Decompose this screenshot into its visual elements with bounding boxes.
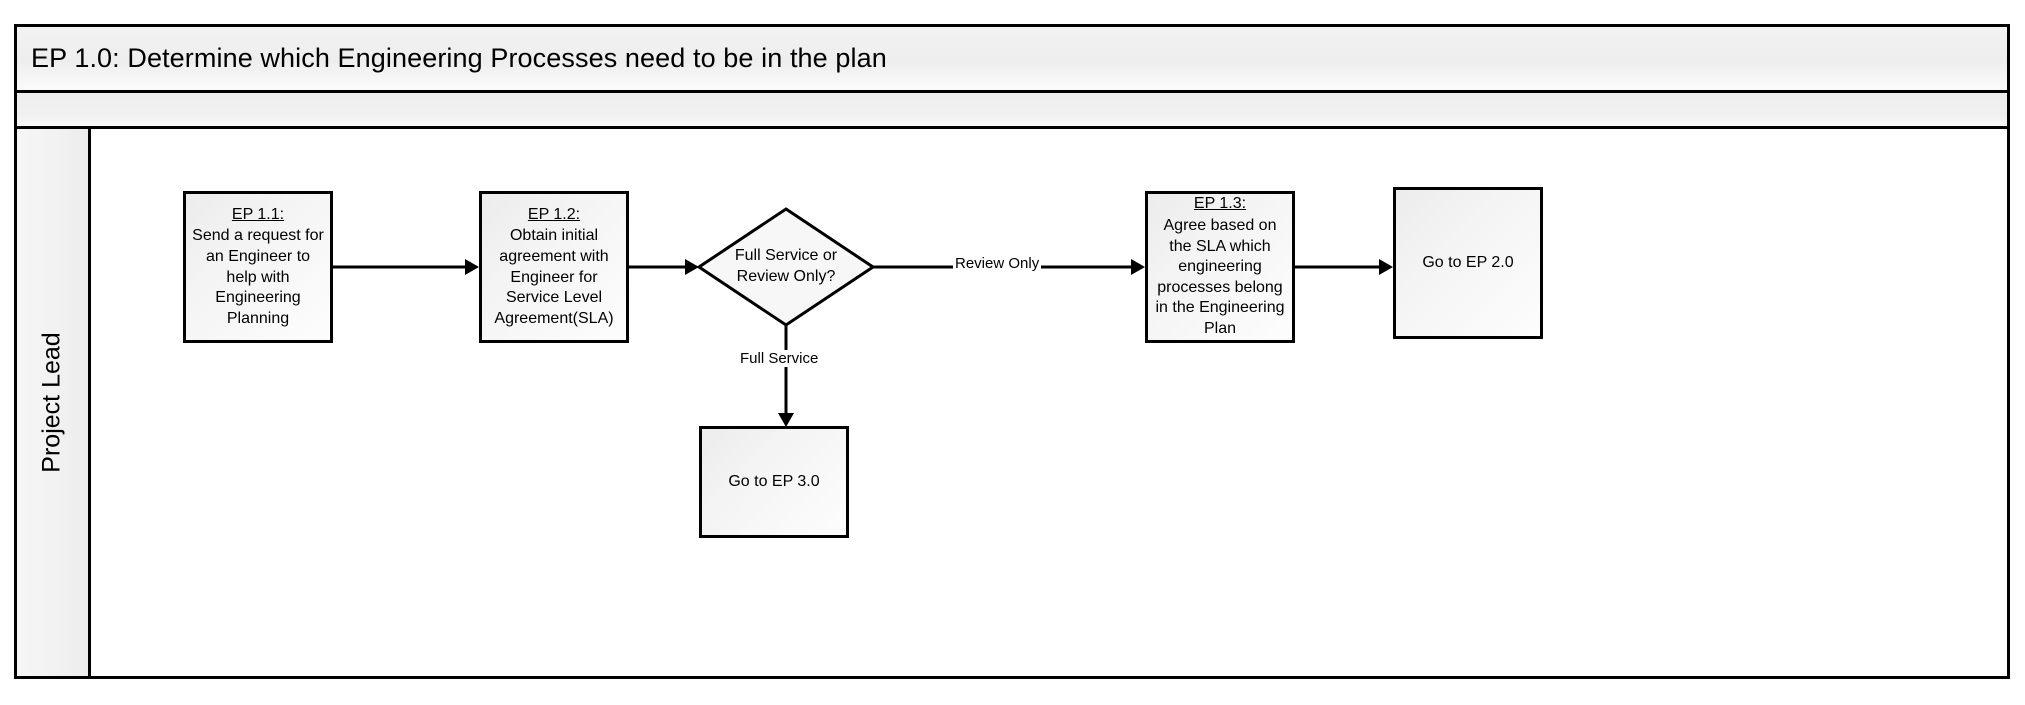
- node-ep-1-1[interactable]: EP 1.1: Send a request for an Engineer t…: [183, 191, 333, 343]
- node-ep-1-3[interactable]: EP 1.3: Agree based on the SLA which eng…: [1145, 191, 1295, 343]
- edge-label-full-service: Full Service: [738, 350, 821, 367]
- lane-body: EP 1.1: Send a request for an Engineer t…: [91, 129, 2007, 676]
- pool-title-band: EP 1.0: Determine which Engineering Proc…: [17, 27, 2007, 93]
- lane-header-project-lead: Project Lead: [17, 129, 91, 676]
- node-ep-1-1-ref: EP 1.1:: [231, 205, 285, 223]
- edge-ep12-to-decision: [629, 255, 699, 279]
- page-title: EP 1.0: Determine which Engineering Proc…: [31, 43, 887, 73]
- node-go-to-ep-3-0-text: Go to EP 3.0: [728, 472, 820, 490]
- node-go-to-ep-3-0[interactable]: Go to EP 3.0: [699, 426, 849, 538]
- swimlane-project-lead: Project Lead EP 1.1: Send a request for …: [17, 129, 2007, 676]
- lane-label: Project Lead: [38, 332, 66, 473]
- pool-subheader-band: [17, 93, 2007, 129]
- node-go-to-ep-2-0[interactable]: Go to EP 2.0: [1393, 187, 1543, 339]
- edge-ep13-to-goto-ep20: [1295, 255, 1393, 279]
- shapes-layer: EP 1.1: Send a request for an Engineer t…: [91, 129, 2007, 676]
- node-ep-1-2-text: Obtain initial agreement with Engineer f…: [494, 227, 614, 327]
- edge-ep11-to-ep12: [333, 255, 479, 279]
- pool-frame: EP 1.0: Determine which Engineering Proc…: [14, 24, 2010, 679]
- node-ep-1-1-text: Send a request for an Engineer to help w…: [192, 227, 324, 327]
- node-decision-service-type[interactable]: Full Service or Review Only?: [697, 207, 875, 327]
- node-ep-1-2[interactable]: EP 1.2: Obtain initial agreement with En…: [479, 191, 629, 343]
- edge-label-review-only: Review Only: [953, 255, 1042, 272]
- edge-decision-to-goto-ep30: [774, 325, 798, 427]
- node-ep-1-2-ref: EP 1.2:: [527, 205, 581, 223]
- node-go-to-ep-2-0-text: Go to EP 2.0: [1422, 253, 1514, 271]
- node-ep-1-3-ref: EP 1.3:: [1193, 195, 1247, 213]
- node-ep-1-3-text: Agree based on the SLA which engineering…: [1155, 216, 1285, 338]
